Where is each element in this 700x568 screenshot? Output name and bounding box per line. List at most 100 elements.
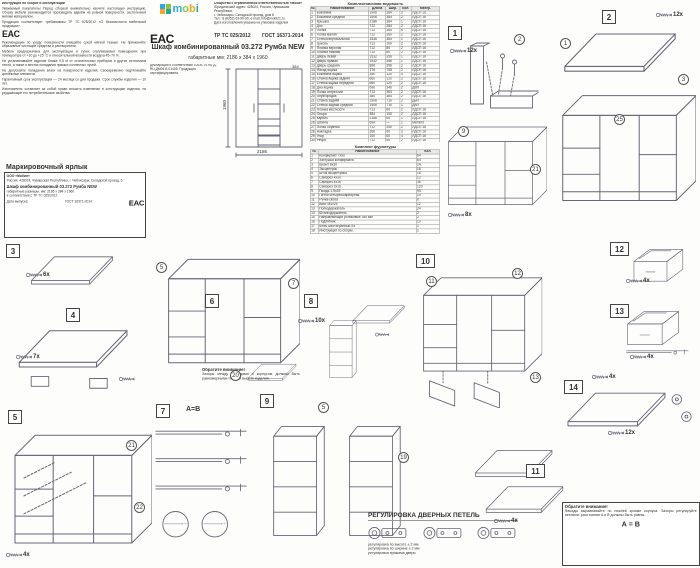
table-cell: ЛДСП 16 <box>411 54 440 60</box>
table-cell: Перегородка <box>315 94 369 100</box>
table-cell: 1 <box>399 120 412 126</box>
instruction-paragraph: Уважаемый покупатель! Перед сборкой вним… <box>2 7 147 19</box>
step-11-panels-diagram <box>474 450 564 513</box>
step-number: 13 <box>615 306 624 316</box>
step-number-badge: 11 <box>526 464 545 478</box>
table-cell: 690 <box>368 120 386 126</box>
screw-icon <box>16 354 32 360</box>
step-number: 5 <box>12 412 18 422</box>
notice-text: Зазоры между фасадами и корпусом должны … <box>202 372 300 381</box>
table-cell: Полка антресоли <box>315 90 369 95</box>
screw-icon <box>608 430 624 436</box>
step-number-badge: 12 <box>610 242 629 256</box>
hinge-icon <box>423 523 464 543</box>
table-cell: Металл <box>411 120 440 126</box>
table-cell: ЛДСП 16 <box>411 10 440 16</box>
assembly-step-10: 10 11 12 13 <box>412 246 546 412</box>
table-cell: 2 <box>399 94 412 100</box>
step-13-drawer-rail-diagram <box>626 311 689 355</box>
hinge-icon <box>368 523 409 543</box>
assembly-step-7: 7 A=B <box>152 400 254 560</box>
company-address-line: Юридический адрес: 428024, Россия, Чуваш… <box>214 5 290 13</box>
table-cell: 2 <box>399 10 412 16</box>
step-5-back-panel-diagram <box>6 426 152 550</box>
hinge-section-title: РЕГУЛИРОВКА ДВЕРНЫХ ПЕТЕЛЬ <box>368 512 518 521</box>
assembly-step-11: 11 4x <box>470 438 574 534</box>
table-cell: Цоколь <box>315 41 369 47</box>
part-callout: 1 <box>560 38 571 49</box>
column-header: № <box>310 6 317 12</box>
assembly-step-6: 6 5 7 20 <box>150 248 302 398</box>
step-number-badge: 5 <box>8 410 22 424</box>
parts-table-title: Комплектовочная ведомость <box>347 2 404 6</box>
label-company: ООО «Мобил» <box>6 174 30 178</box>
quantity-label: 4x <box>626 278 650 284</box>
equal-gap-note: A=B <box>186 406 201 413</box>
table-cell: ЛДСП 16 <box>411 129 440 135</box>
step-number-badge: 10 <box>416 254 435 268</box>
instruction-title: Инструкция по сборке и эксплуатации <box>2 2 65 6</box>
quantity-label: 6x <box>26 272 50 278</box>
assembly-step-13: 13 4x <box>596 302 698 372</box>
company-address-line: Тел.: 8 (8352) 63-90-90, e-mail: info@mo… <box>214 17 285 21</box>
table-cell: 64 <box>415 153 440 159</box>
brand-logo: mobi <box>160 3 199 15</box>
notice-corner-box: Обратите внимание! Фасады выравнивайте п… <box>562 502 700 566</box>
column-header: Кол. <box>415 149 440 155</box>
table-cell: Дно <box>315 23 369 29</box>
column-header: Наименование <box>315 6 369 12</box>
step-2-carcass-diagram <box>554 82 696 212</box>
quantity-label: 4x <box>592 374 616 380</box>
company-address-line: г. Чебоксары, Складской проезд, дом 6 <box>214 13 274 17</box>
hinge-adjustment-section: РЕГУЛИРОВКА ДВЕРНЫХ ПЕТЕЛЬ регулировка п… <box>368 512 518 564</box>
table-cell: 4 <box>310 23 317 29</box>
hinge-caption: регулировка по ширине ± 2 мм <box>368 547 420 551</box>
brand-logo-squares <box>160 3 171 15</box>
assembly-step-2: 2 12x 1 3 25 <box>552 4 698 236</box>
table-cell: ЛДСП 16 <box>411 72 440 78</box>
table-cell: ЛДСП 16 <box>411 94 440 100</box>
assembly-step-9: 9 5 19 <box>256 390 410 560</box>
screw-icon <box>448 212 464 218</box>
part-callout: 12 <box>512 268 523 279</box>
step-4-base-diagram <box>18 330 135 389</box>
part-callout: 22 <box>134 502 145 513</box>
table-cell: 356 <box>368 129 386 135</box>
instruction-paragraph: Изготовитель оставляет за собой право вн… <box>2 87 147 95</box>
step-number: 7 <box>160 406 166 416</box>
table-cell: Дверь левая <box>315 54 369 60</box>
instruction-paragraph: Гарантийный срок эксплуатации — 24 месяц… <box>2 78 147 86</box>
table-cell: 18 <box>310 228 319 234</box>
screw-icon <box>592 374 608 380</box>
table-cell: 380 <box>368 94 386 100</box>
standard-trts: ТР ТС 025/2012 <box>214 33 251 39</box>
step-14-panel-cam-diagram <box>567 392 692 427</box>
table-cell: 12 <box>415 175 440 181</box>
table-cell: Стенка ящика передняя <box>315 81 369 87</box>
eac-mark: EAC <box>128 198 145 208</box>
step-number-badge: 7 <box>156 404 170 418</box>
table-cell: 712 <box>368 23 386 29</box>
table-cell: 1532 <box>368 54 386 60</box>
table-cell: 90 <box>415 188 440 194</box>
brand-name: mobi <box>172 3 199 15</box>
table-cell: 2 <box>399 23 412 29</box>
part-callout: 19 <box>398 452 409 463</box>
assembly-step-14: 14 4x 12x <box>552 374 698 438</box>
hinge-caption: регулировка прижима двери <box>368 551 416 555</box>
